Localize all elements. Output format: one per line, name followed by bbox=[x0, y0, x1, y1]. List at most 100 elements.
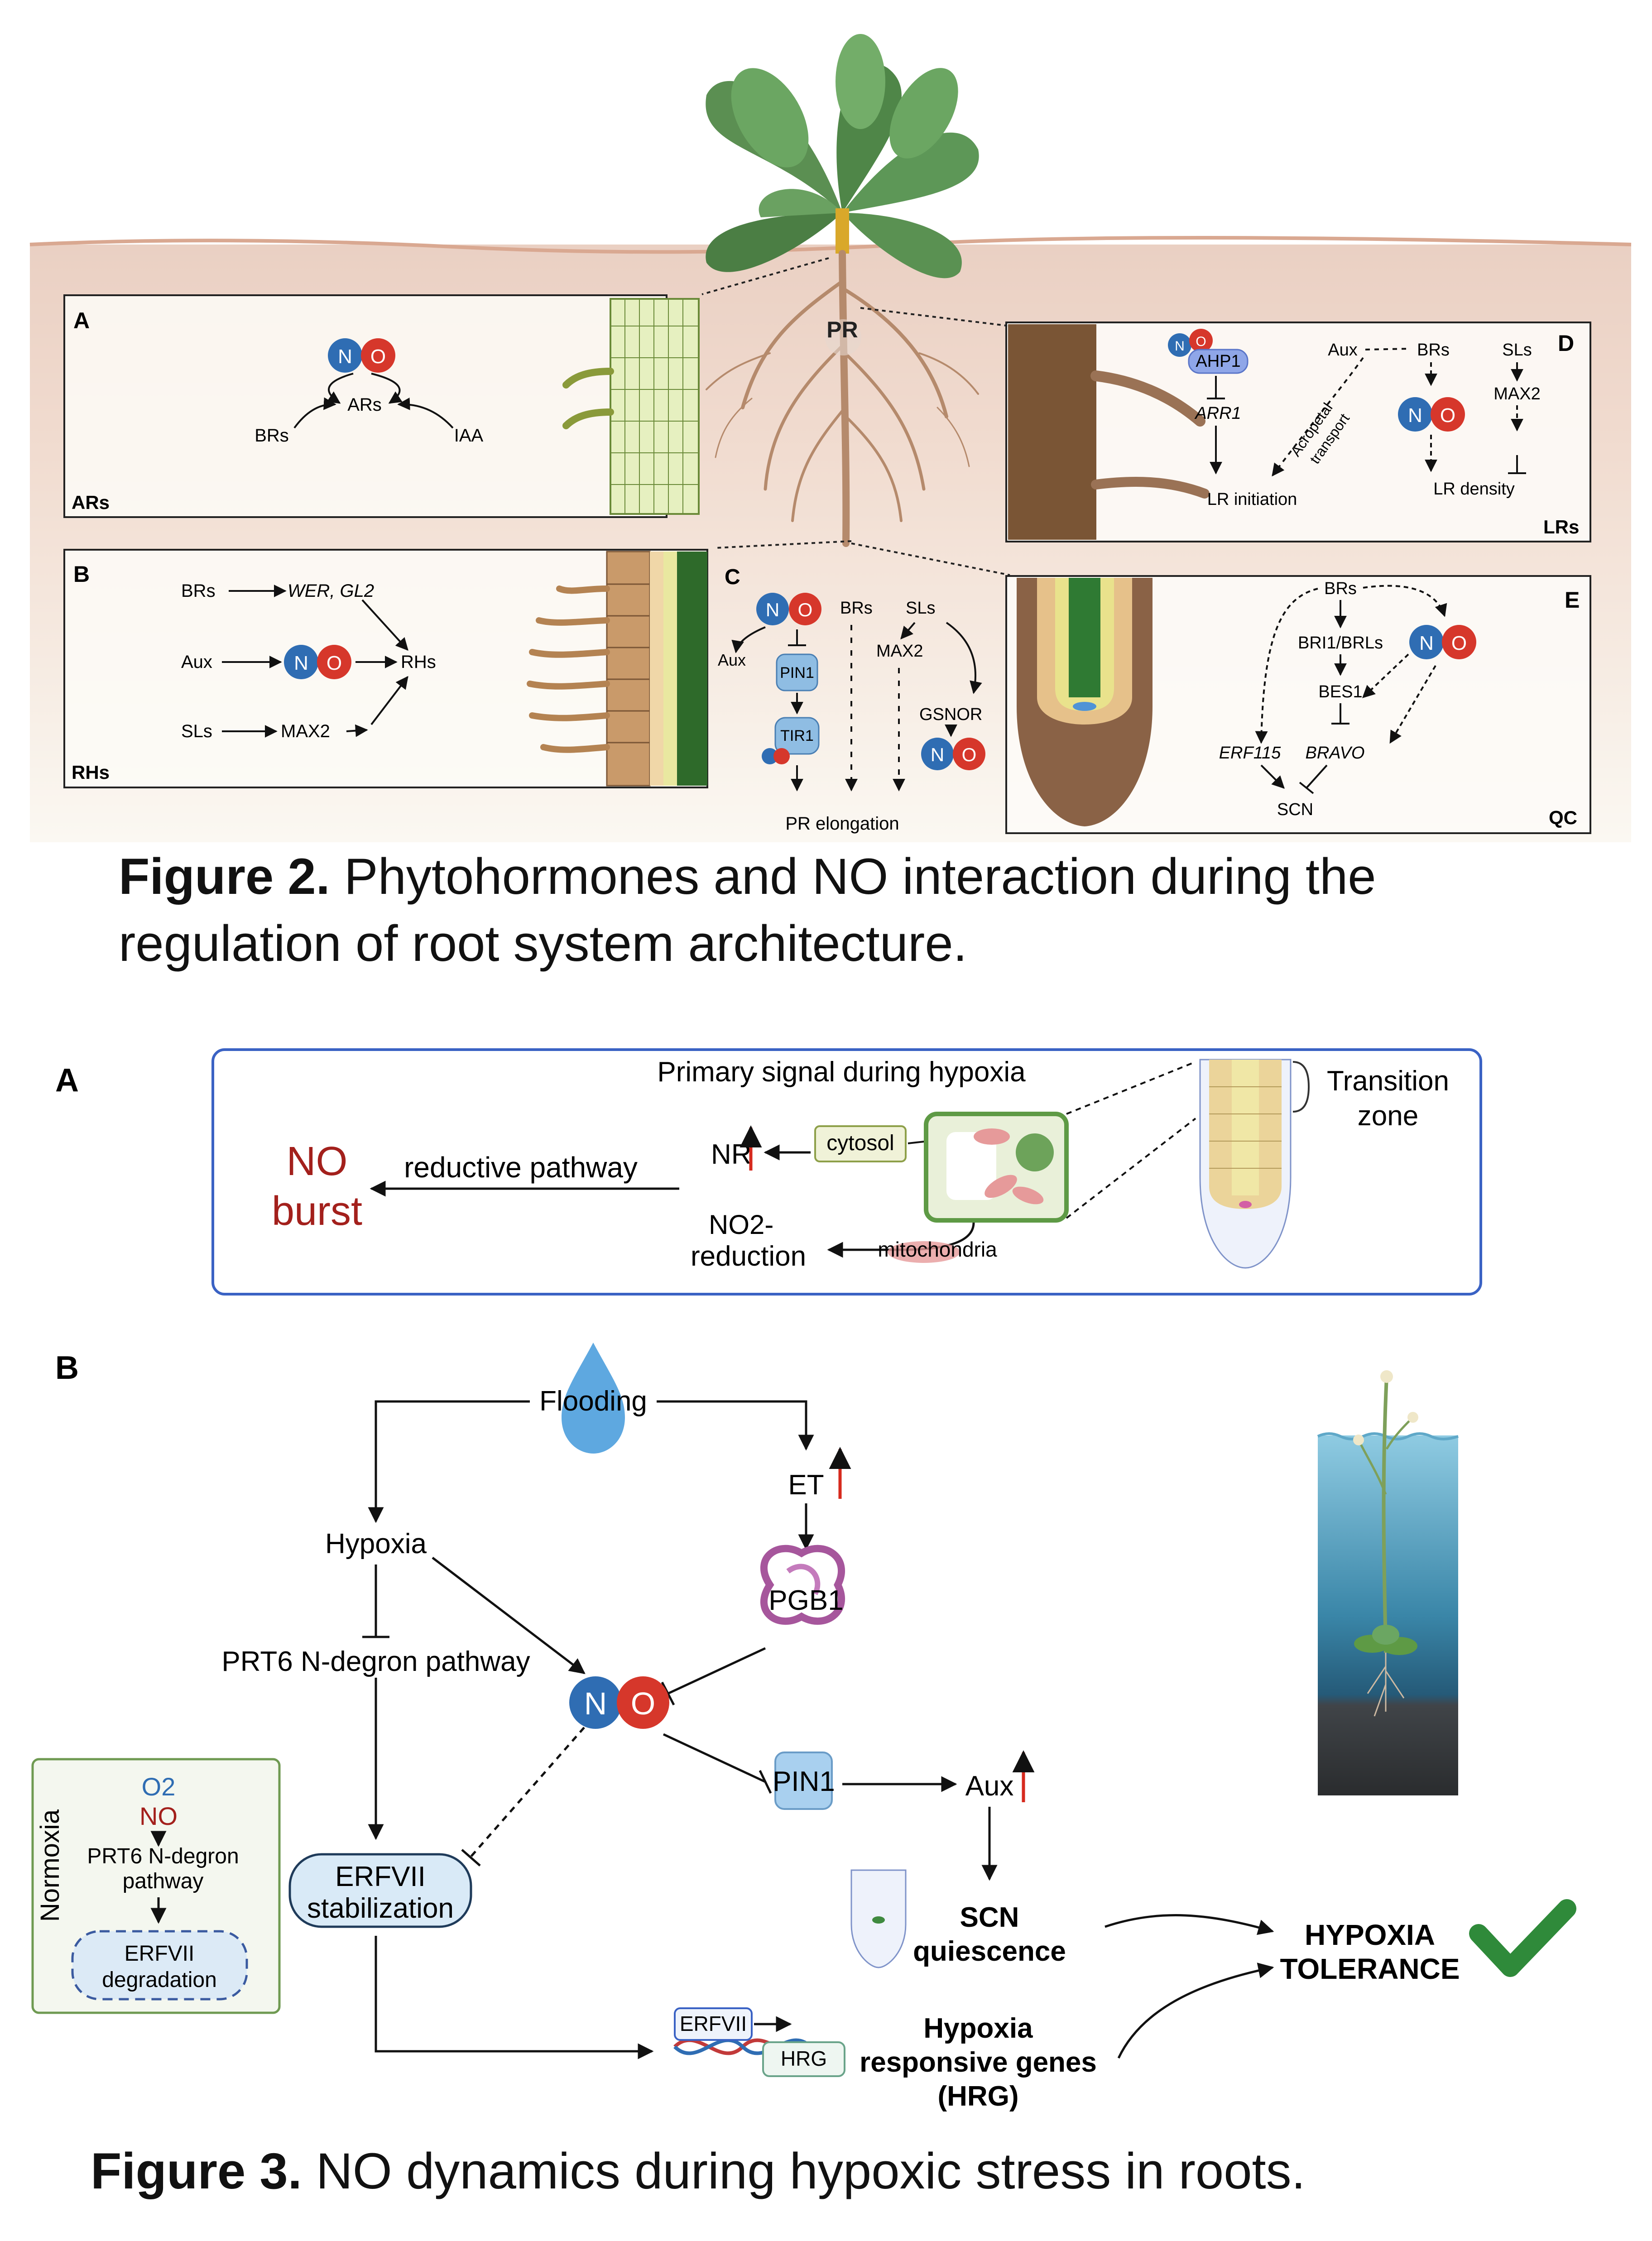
erfvii-tag-label: ERFVII bbox=[680, 2012, 747, 2035]
svg-text:O: O bbox=[327, 652, 342, 674]
hrg-line2: responsive genes bbox=[860, 2047, 1097, 2078]
svg-text:O: O bbox=[1196, 334, 1206, 349]
panel-b-letter: B bbox=[73, 561, 90, 587]
o2-label: O2 bbox=[142, 1772, 176, 1801]
figure2-caption-text: Phytohormones and NO interaction during … bbox=[119, 848, 1376, 972]
no-label: NO bbox=[139, 1802, 178, 1830]
aux-node: Aux bbox=[965, 1771, 1014, 1802]
svg-text:O: O bbox=[370, 346, 386, 368]
fig2-panel-e: E QC BRs BRI1/BRLs N O BES1 ERF115 BRAVO… bbox=[1005, 575, 1591, 834]
fig2-panel-c: C N O BRs SLs Aux PIN1 TIR1 MAX2 GSNOR bbox=[718, 565, 985, 834]
svg-text:O: O bbox=[1451, 632, 1467, 654]
svg-text:N: N bbox=[294, 652, 308, 674]
panel-d-corner: LRs bbox=[1543, 516, 1579, 537]
scn-line2: quiescence bbox=[913, 1936, 1066, 1967]
sls-node: SLs bbox=[181, 721, 212, 741]
pgb1-protein-icon bbox=[760, 1545, 845, 1625]
figure3-caption-text: NO dynamics during hypoxic stress in roo… bbox=[316, 2143, 1306, 2199]
pin1-transporter-icon bbox=[776, 653, 818, 691]
bri1-brls-node: BRI1/BRLs bbox=[1298, 633, 1383, 653]
reduction-label: reduction bbox=[691, 1241, 806, 1272]
no-molecule-icon: N O bbox=[756, 593, 821, 625]
no2-label: NO2- bbox=[709, 1209, 773, 1240]
prt6-normoxia-line2: pathway bbox=[123, 1869, 204, 1893]
erfvii-deg-line2: degradation bbox=[102, 1968, 217, 1992]
figure2-caption-label: Figure 2. bbox=[119, 848, 330, 905]
fig3-panel-a-letter: A bbox=[55, 1062, 79, 1099]
iaa-node: IAA bbox=[454, 426, 484, 446]
hypoxia-node: Hypoxia bbox=[325, 1528, 427, 1560]
transition-zone-line1: Transition bbox=[1327, 1065, 1449, 1097]
bes1-node: BES1 bbox=[1318, 682, 1362, 701]
no-molecule-icon: N O bbox=[328, 338, 395, 373]
svg-text:N: N bbox=[1419, 632, 1434, 654]
tolerance-line1: HYPOXIA bbox=[1305, 1919, 1435, 1951]
pin1-node: PIN1 bbox=[780, 664, 814, 681]
gsnor-node: GSNOR bbox=[919, 705, 982, 724]
panel-c-letter: C bbox=[725, 565, 740, 589]
svg-text:N: N bbox=[338, 346, 352, 368]
panel-d-letter: D bbox=[1558, 331, 1574, 356]
figure3-caption-label: Figure 3. bbox=[91, 2143, 302, 2199]
svg-text:N: N bbox=[1408, 404, 1422, 427]
prt6-pathway-node: PRT6 N-degron pathway bbox=[221, 1646, 530, 1677]
root-hair-illustration bbox=[527, 551, 707, 787]
arr1-node: ARR1 bbox=[1194, 404, 1241, 423]
fig2-panel-d: D LRs N O AHP1 ARR1 LR initiation Aux BR… bbox=[1005, 322, 1591, 542]
erfvii-deg-line1: ERFVII bbox=[125, 1942, 195, 1966]
mitochondria-label: mitochondria bbox=[878, 1238, 997, 1261]
lr-density-node: LR density bbox=[1433, 480, 1515, 499]
svg-text:N: N bbox=[1175, 339, 1185, 354]
svg-text:N: N bbox=[766, 599, 779, 620]
svg-text:O: O bbox=[962, 744, 977, 765]
fig2-panel-b: B RHs BRs WER, GL2 Aux N O RHs SLs MAX2 bbox=[63, 549, 708, 788]
pr-elongation-node: PR elongation bbox=[785, 814, 899, 834]
root-tip-illustration bbox=[1017, 578, 1153, 826]
aux-node: Aux bbox=[181, 652, 212, 672]
reductive-pathway-label: reductive pathway bbox=[404, 1151, 638, 1184]
panel-b-corner: RHs bbox=[72, 762, 110, 783]
ars-node: ARs bbox=[347, 395, 382, 415]
panel-e-corner: QC bbox=[1549, 807, 1577, 828]
brs-node: BRs bbox=[255, 426, 289, 446]
aux-node: Aux bbox=[718, 651, 746, 669]
flooded-plant-illustration bbox=[1317, 1370, 1459, 1795]
svg-text:N: N bbox=[931, 744, 944, 765]
erfvii-tag-box bbox=[674, 2007, 753, 2041]
svg-text:O: O bbox=[1440, 404, 1455, 427]
cytosol-label: cytosol bbox=[826, 1131, 894, 1155]
erfvii-stabilization-box bbox=[288, 1853, 472, 1928]
sls-node: SLs bbox=[1502, 341, 1532, 360]
water-drop-icon bbox=[562, 1343, 625, 1454]
pgb1-node: PGB1 bbox=[768, 1585, 843, 1616]
check-icon bbox=[1469, 1899, 1576, 1977]
brs-node: BRs bbox=[1417, 341, 1450, 360]
nr-label: NR bbox=[711, 1139, 752, 1170]
max2-node: MAX2 bbox=[1494, 384, 1540, 403]
no-burst-line2: burst bbox=[272, 1189, 362, 1234]
erf115-node: ERF115 bbox=[1219, 744, 1281, 763]
rhs-node: RHs bbox=[401, 652, 436, 672]
no-molecule-icon: N O bbox=[921, 738, 985, 770]
no-molecule-icon: N O bbox=[1398, 397, 1465, 432]
pin1-node: PIN1 bbox=[773, 1766, 835, 1797]
plant-cell-icon bbox=[924, 1112, 1069, 1223]
panel-e-letter: E bbox=[1565, 587, 1580, 613]
scn-node: SCN bbox=[1277, 800, 1313, 819]
erfvii-degradation-box bbox=[71, 1930, 248, 2001]
erfvii-stab-line2: stabilization bbox=[307, 1893, 454, 1924]
root-tip-illustration bbox=[850, 1869, 907, 1968]
sls-node: SLs bbox=[906, 599, 935, 618]
no-burst-line1: NO bbox=[287, 1139, 348, 1184]
figure3-caption: Figure 3. NO dynamics during hypoxic str… bbox=[91, 2140, 1585, 2203]
brs-node: BRs bbox=[181, 581, 216, 601]
fig3-panel-b-letter: B bbox=[55, 1350, 79, 1386]
transition-zone-line2: zone bbox=[1358, 1100, 1418, 1132]
ahp1-protein-icon bbox=[1188, 349, 1249, 374]
scn-line1: SCN bbox=[960, 1902, 1019, 1933]
brs-node: BRs bbox=[1324, 579, 1357, 598]
hrg-line3: (HRG) bbox=[937, 2081, 1018, 2112]
fig3-panel-b: B Flooding ET PGB1 Hypoxia PRT6 N-degron… bbox=[31, 1343, 1576, 2112]
